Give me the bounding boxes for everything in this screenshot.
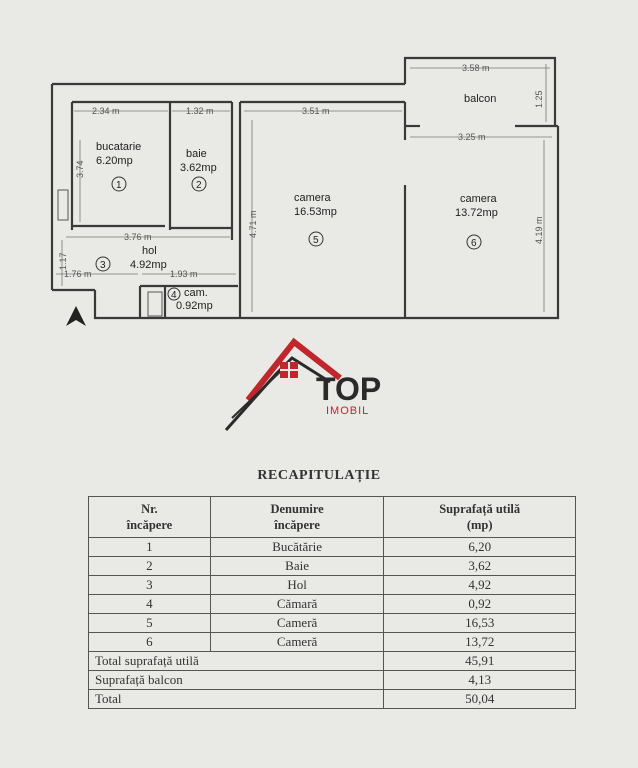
room-number-circle [308, 231, 324, 247]
cell-name: Baie [209, 556, 385, 576]
total-row: Suprafață balcon 4,13 [87, 670, 576, 690]
room-name: balcon [464, 93, 496, 105]
header-area: Suprafață utilă (mp) [383, 496, 576, 538]
cell-nr: 6 [88, 632, 211, 652]
room-number-circle [466, 234, 482, 250]
room-area: 13.72mp [455, 207, 498, 219]
table-row: 2 Baie 3,62 [88, 556, 576, 576]
cell-nr: 1 [88, 537, 211, 557]
cell-name: Bucătărie [209, 537, 385, 557]
room-number-circle [191, 176, 207, 192]
header-name: Denumire încăpere [209, 496, 385, 538]
cell-nr: 3 [88, 575, 211, 595]
cell-name: Cameră [209, 632, 385, 652]
cell-area: 3,62 [383, 556, 576, 576]
floor-plan: 2.34 m 1.32 m 3.51 m 3.58 m 3.25 m 1.25 … [50, 56, 560, 326]
plan-dimensions [56, 64, 552, 312]
dim-label: 1.17 [58, 252, 68, 270]
cell-area: 16,53 [383, 613, 576, 633]
room-area: 3.62mp [180, 162, 217, 174]
cell-nr: 4 [88, 594, 211, 614]
dim-label: 4.71 m [248, 210, 258, 238]
room-number: 6 [471, 238, 477, 249]
table-row: 6 Cameră 13,72 [88, 632, 576, 652]
cell-area: 0,92 [383, 594, 576, 614]
dim-label: 3.25 m [458, 132, 486, 142]
cell-nr: 2 [88, 556, 211, 576]
total-value: 50,04 [383, 689, 576, 709]
room-number: 5 [313, 235, 319, 246]
dim-label: 2.34 m [92, 106, 120, 116]
room-number-circle [167, 287, 181, 301]
room-number-circle [95, 256, 111, 272]
total-row: Total suprafață utilă 45,91 [87, 651, 576, 671]
room-name: camera [294, 192, 332, 204]
room-name: camera [460, 193, 498, 205]
room-number: 1 [116, 180, 122, 191]
room-area: 6.20mp [96, 155, 133, 167]
dim-label: 1.32 m [186, 106, 214, 116]
total-row: Total 50,04 [87, 689, 576, 709]
logo-bottom-text: IMOBIL [326, 405, 369, 417]
table-row: 5 Cameră 16,53 [88, 613, 576, 633]
room-number: 4 [171, 290, 177, 301]
dim-label: 3.51 m [302, 106, 330, 116]
cell-area: 6,20 [383, 537, 576, 557]
room-area: 16.53mp [294, 206, 337, 218]
plan-walls [50, 56, 560, 320]
total-label: Suprafață balcon [87, 670, 385, 690]
cell-name: Cămară [209, 594, 385, 614]
table-row: 1 Bucătărie 6,20 [88, 537, 576, 557]
dim-label: 1.76 m [64, 269, 92, 279]
room-number-circle [111, 176, 127, 192]
room-area: 4.92mp [130, 259, 167, 271]
cell-area: 4,92 [383, 575, 576, 595]
logo-top-text: TOP [316, 371, 381, 407]
recap-title: RECAPITULAȚIE [257, 468, 381, 483]
room-area: 0.92mp [176, 300, 213, 312]
dim-label: 4.19 m [534, 216, 544, 244]
total-label: Total suprafață utilă [87, 651, 385, 671]
top-imobil-logo: TOP IMOBIL [224, 337, 381, 431]
table-row: 4 Cămară 0,92 [88, 594, 576, 614]
total-label: Total [87, 689, 385, 709]
dim-label: 3.58 m [462, 63, 490, 73]
dim-label: 1.93 m [170, 269, 198, 279]
dim-label: 3.76 m [124, 232, 152, 242]
table-header-row: Nr. încăpere Denumire încăpere Suprafață… [88, 496, 576, 538]
cell-name: Cameră [209, 613, 385, 633]
cell-area: 13,72 [383, 632, 576, 652]
room-name: hol [142, 245, 157, 257]
recap-table: Nr. încăpere Denumire încăpere Suprafață… [87, 496, 576, 709]
dim-label: 3.74 [75, 160, 85, 178]
dim-label: 1.25 [534, 90, 544, 108]
room-name: baie [186, 148, 207, 160]
north-arrow-icon [66, 306, 86, 326]
roof-icon [224, 356, 331, 431]
total-value: 4,13 [383, 670, 576, 690]
room-number: 3 [100, 260, 106, 271]
cell-nr: 5 [88, 613, 211, 633]
total-value: 45,91 [383, 651, 576, 671]
room-number: 2 [196, 180, 202, 191]
header-nr: Nr. încăpere [88, 496, 211, 538]
room-name: bucatarie [96, 141, 141, 153]
room-name: cam. [184, 287, 208, 299]
table-row: 3 Hol 4,92 [88, 575, 576, 595]
cell-name: Hol [209, 575, 385, 595]
